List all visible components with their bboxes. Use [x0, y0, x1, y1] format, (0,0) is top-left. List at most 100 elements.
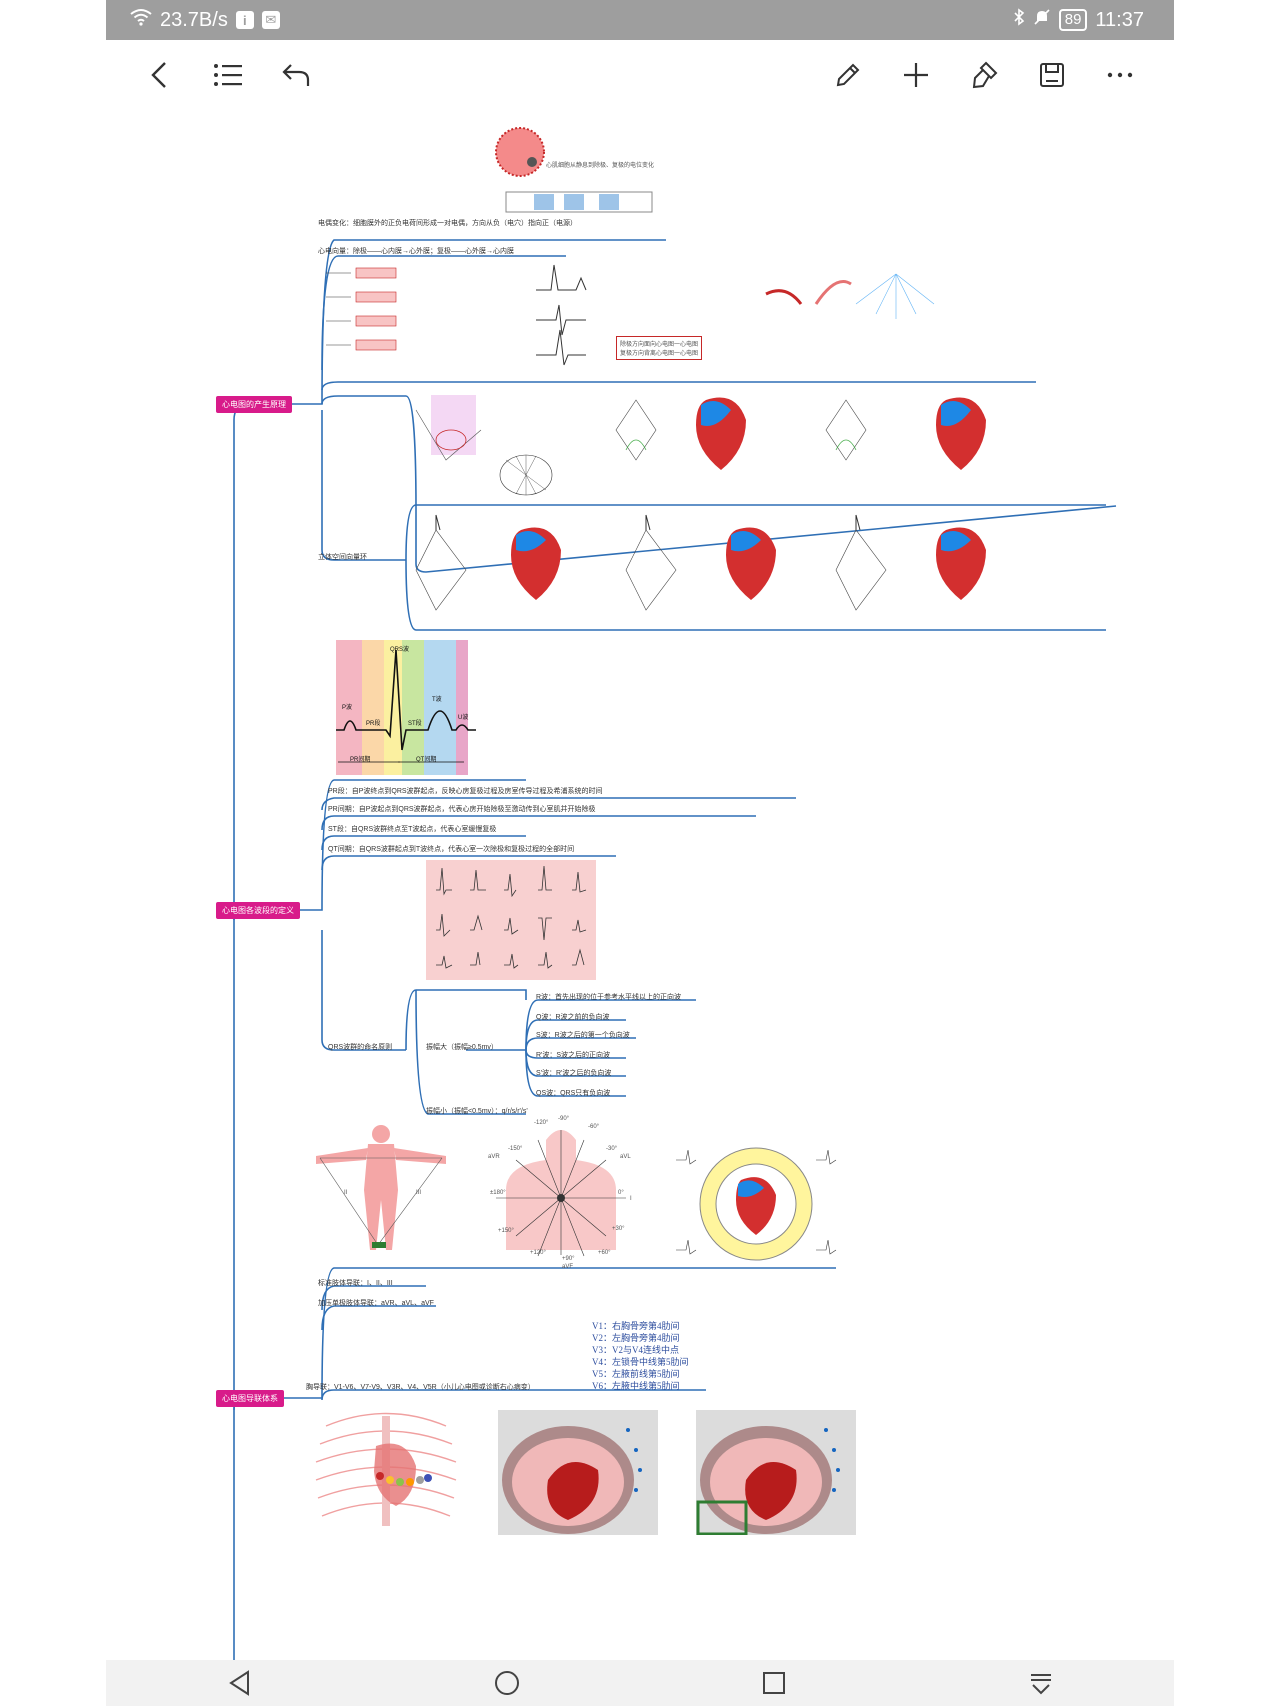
mindmap-canvas[interactable]: 心电图的产生原理 心电图各波段的定义 心电图导联体系 电偶变化：细胞膜外的正负电… [106, 110, 1174, 1660]
axis-label-plus60: +60° [598, 1250, 611, 1256]
limb-mark-iii: III [416, 1190, 422, 1196]
toolbar [106, 40, 1174, 110]
undo-icon [282, 64, 310, 86]
nav-dropdown-button[interactable] [1021, 1663, 1061, 1703]
axis-label-minus150: -150° [508, 1146, 523, 1152]
wave-label-st: ST段 [408, 721, 422, 727]
back-icon [151, 62, 166, 88]
branch-ecg-origin[interactable]: 心电图的产生原理 [216, 396, 292, 413]
note-vector-loop[interactable]: 立体空间向量环 [318, 554, 367, 561]
lead-fan-diagram [765, 273, 935, 319]
axis-label-plus30: +30° [612, 1226, 625, 1232]
status-bar: 23.7B/s i ✉ 89 11:37 [106, 0, 1174, 40]
axis-label-plus120: +120° [530, 1250, 546, 1256]
network-speed: 23.7B/s [160, 8, 228, 31]
naming-q-wave[interactable]: Q波：R波之前的负向波 [536, 1014, 610, 1021]
heart-crosssection-1 [498, 1410, 658, 1535]
nav-home-button[interactable] [487, 1663, 527, 1703]
action-potential-strip [505, 191, 653, 213]
axis-label-avf: aVF [562, 1264, 574, 1270]
pull-down-icon [1030, 1674, 1051, 1695]
interval-label-qt: QT间期 [416, 757, 437, 763]
cell-illustration [495, 127, 545, 177]
axis-label-i: I [630, 1196, 632, 1202]
clock: 11:37 [1095, 8, 1144, 31]
limb-augmented-leads[interactable]: 加压单极肢体导联：aVR、aVL、aVF [318, 1300, 434, 1307]
heart-icons-row2 [415, 514, 986, 611]
outline-icon [214, 64, 242, 86]
pen-icon [836, 63, 860, 87]
wave-label-t: T波 [432, 697, 442, 703]
def-pr-interval[interactable]: PR间期：自P波起点到QRS波群起点，代表心房开始除极至激动传到心室肌并开始除极 [328, 806, 596, 813]
naming-qs-wave[interactable]: QS波：QRS只有负向波 [536, 1090, 611, 1097]
naming-r-wave[interactable]: R波：首先出现的位于参考水平线以上的正向波 [536, 994, 682, 1001]
info-icon: i [235, 11, 254, 29]
format-painter-button[interactable] [960, 51, 1008, 99]
branch-wave-definitions[interactable]: 心电图各波段的定义 [216, 902, 300, 919]
vector-3d-diagram [415, 395, 482, 461]
chest-pos-v2: V2：左胸骨旁第4肋间 [592, 1333, 680, 1343]
nav-recents-button[interactable] [754, 1663, 794, 1703]
axis-label-avl: aVL [620, 1154, 631, 1160]
save-icon [1040, 63, 1064, 87]
wave-label-qrs: QRS波 [390, 647, 410, 653]
circle-home-icon [494, 1671, 519, 1695]
limb-lead-body-diagram [316, 1125, 446, 1250]
chest-pos-v5: V5：左腋前线第5肋间 [592, 1369, 680, 1379]
naming-s-prime-wave[interactable]: S'波：R'波之后的负向波 [536, 1070, 612, 1077]
wave-label-pr-seg: PR段 [366, 721, 381, 727]
limb-mark-ii: II [344, 1190, 348, 1196]
note-dipole[interactable]: 电偶变化：细胞膜外的正负电荷间形成一对电偶，方向从负（电穴）指向正（电源） [318, 220, 577, 227]
save-button[interactable] [1028, 51, 1076, 99]
naming-s-wave[interactable]: S波：R波之后的第一个负向波 [536, 1032, 630, 1039]
outline-button[interactable] [204, 51, 252, 99]
note-vector[interactable]: 心电向量：除极——心内膜→心外膜；复极——心外膜→心内膜 [318, 248, 514, 255]
axis-label-avr: aVR [488, 1154, 500, 1160]
back-button[interactable] [136, 51, 184, 99]
heart-lead-wheel-diagram [676, 1147, 837, 1261]
battery-indicator: 89 [1058, 9, 1088, 31]
hexaxial-reference-diagram [496, 1130, 626, 1257]
chest-pos-v1: V1：右胸骨旁第4肋间 [592, 1321, 680, 1331]
caption-cell: 心肌细胞从静息到除极、复极的电位变化 [546, 163, 655, 169]
nav-back-button[interactable] [220, 1663, 260, 1703]
add-button[interactable] [892, 51, 940, 99]
qrs-morphology-grid [426, 860, 596, 980]
red-highlight-box: 除极方向面向心电图一心电图 复极方向背离心电图一心电图 [616, 336, 703, 360]
left-margin [0, 0, 106, 1706]
chest-pos-v4: V4：左锁骨中线第5肋间 [592, 1357, 689, 1367]
heart-icons-row1 [615, 397, 986, 470]
more-button[interactable] [1096, 51, 1144, 99]
chest-leads-node[interactable]: 胸导联：V1-V6、V7-V9、V3R、V4、V5R（小儿心电图或诊断右心病变） [306, 1384, 535, 1391]
heart-crosssection-2 [696, 1410, 856, 1535]
mute-icon [1033, 8, 1051, 32]
wifi-icon [130, 8, 152, 32]
undo-button[interactable] [272, 51, 320, 99]
def-pr-segment[interactable]: PR段：自P波终点到QRS波群起点，反映心房复极过程及房室传导过程及希浦系统的时… [328, 788, 603, 795]
branch-lead-system[interactable]: 心电图导联体系 [216, 1390, 284, 1407]
axis-label-plus150: +150° [498, 1228, 514, 1234]
more-icon [1107, 72, 1133, 78]
def-st-segment[interactable]: ST段：自QRS波群终点至T波起点，代表心室缓慢复极 [328, 826, 497, 833]
ecg-wave-samples [536, 264, 587, 366]
ecg-wave-chart: P波 PR段 QRS波 ST段 T波 U波 PR间期 QT间期 [336, 640, 476, 775]
square-recents-icon [762, 1672, 785, 1694]
chest-lead-position-list: V1：右胸骨旁第4肋间 V2：左胸骨旁第4肋间 V3：V2与V4连线中点 V4：… [592, 1320, 689, 1392]
triangle-back-icon [228, 1670, 249, 1696]
pen-button[interactable] [824, 51, 872, 99]
axis-label-180: ±180° [490, 1190, 506, 1196]
axis-label-minus60: -60° [588, 1124, 600, 1130]
interval-label-pr: PR间期 [350, 757, 371, 763]
amp-small-node[interactable]: 振幅小（振幅<0.5mv）：q/r/s/r'/s' [426, 1108, 528, 1115]
vector-loop-diagram [499, 454, 553, 496]
chest-pos-v6: V6：左腋中线第5肋间 [592, 1381, 680, 1391]
naming-r-prime-wave[interactable]: R'波：S波之后的正向波 [536, 1052, 611, 1059]
bluetooth-icon [1013, 8, 1025, 32]
def-qt-interval[interactable]: QT间期：自QRS波群起点到T波终点，代表心室一次除极和复极过程的全部时间 [328, 846, 575, 853]
amp-large-node[interactable]: 振幅大（振幅≥0.5mv） [426, 1044, 498, 1051]
limb-standard-leads[interactable]: 标准肢体导联：I、II、III [318, 1280, 393, 1287]
qrs-naming-title[interactable]: QRS波群的命名原则 [328, 1044, 393, 1051]
chest-pos-v3: V3：V2与V4连线中点 [592, 1345, 679, 1355]
axis-label-plus90: +90° [562, 1256, 575, 1262]
axis-label-minus90: -90° [558, 1116, 570, 1122]
